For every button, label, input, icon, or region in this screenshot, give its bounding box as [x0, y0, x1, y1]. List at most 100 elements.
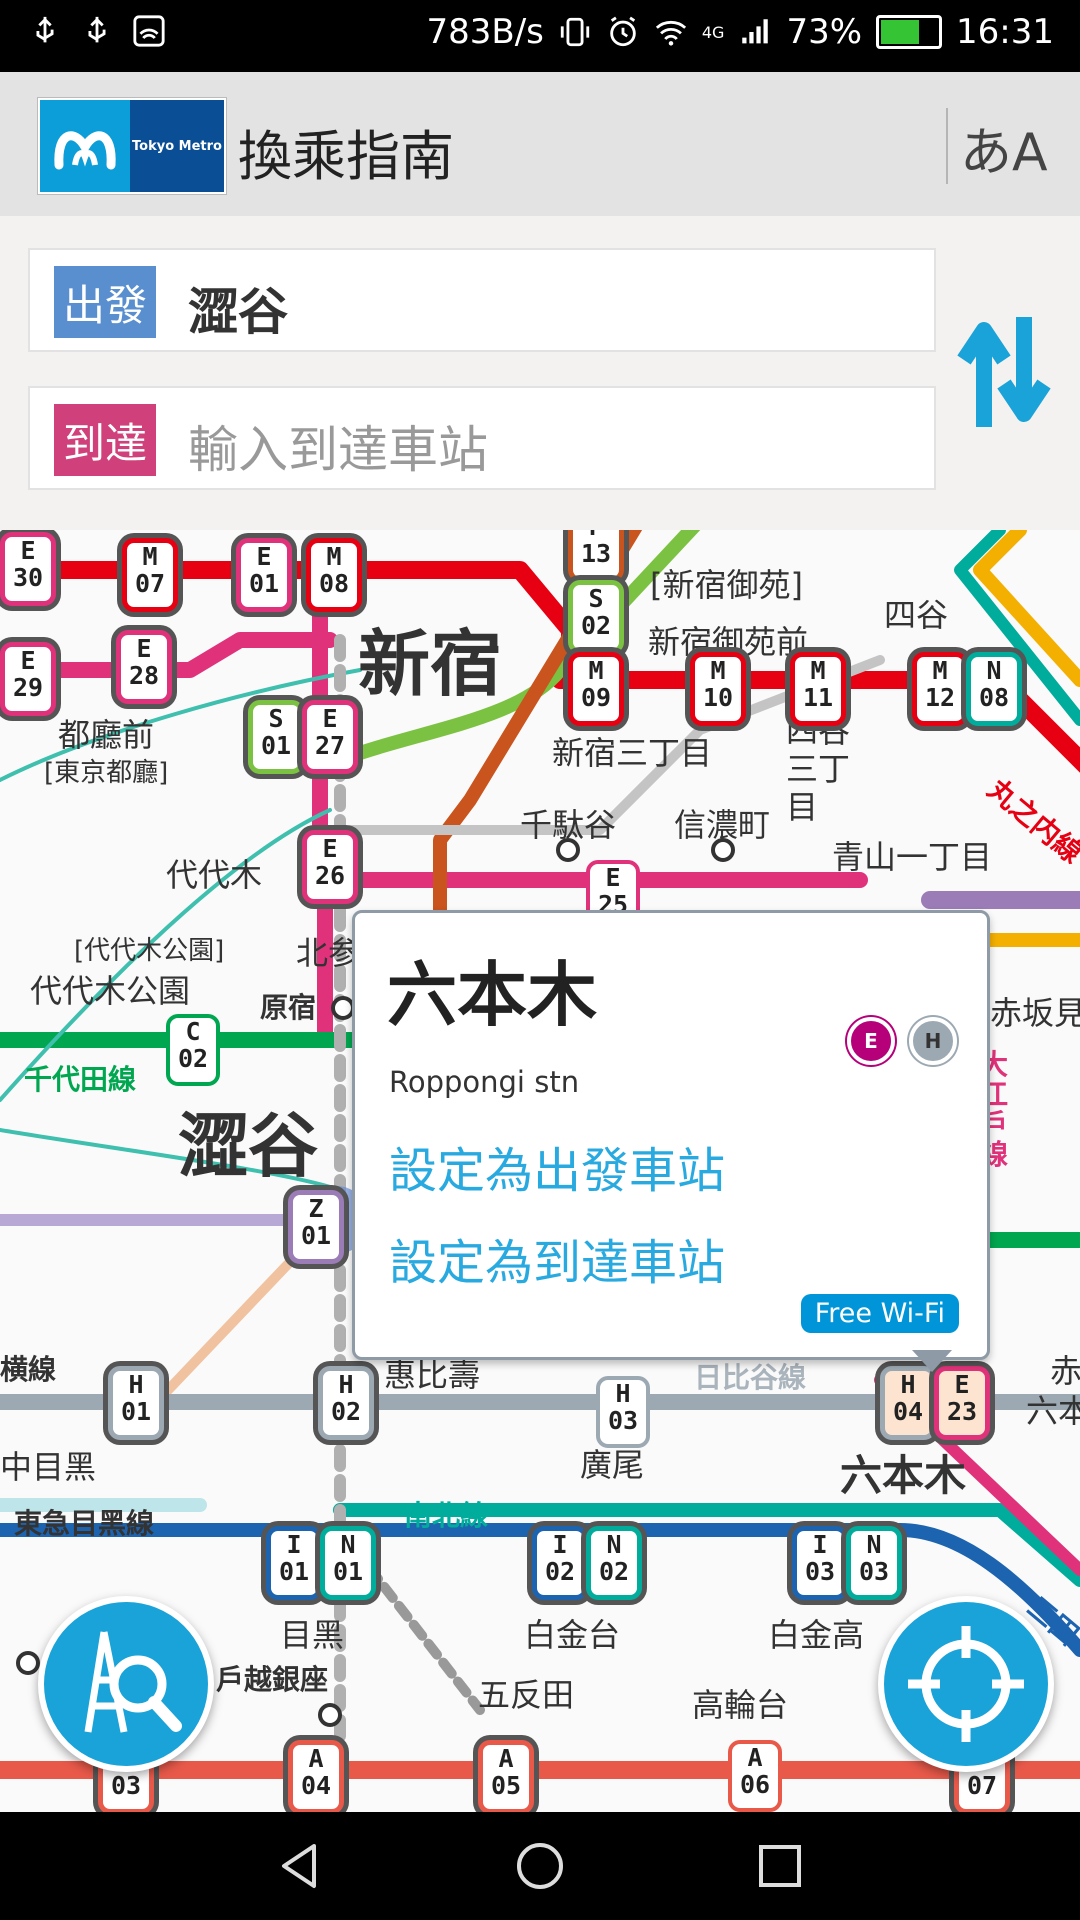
set-departure-link[interactable]: 設定為出發車站 — [389, 1143, 726, 1199]
station-shirokanedai[interactable]: 白金台 — [524, 1616, 621, 1654]
language-button[interactable]: あA — [960, 123, 1048, 183]
station-togoshi-ginza[interactable]: 戶越銀座 — [216, 1663, 329, 1696]
station-popup: 六本木 E H Roppongi stn 設定為出發車站 設定為到達車站 Fre… — [352, 910, 990, 1360]
station-tochomae[interactable]: 都廳前 — [58, 716, 155, 754]
line-label-hibiya: 日比谷線 — [694, 1361, 807, 1394]
station-gotanda[interactable]: 五反田 — [478, 1676, 575, 1714]
station-yoyogi-koen[interactable]: 代代木公園 — [30, 972, 191, 1010]
station-yoyogi[interactable]: 代代木 — [166, 856, 263, 894]
station-partial-roppongi: 六本 — [1026, 1392, 1080, 1430]
vibrate-icon — [560, 17, 590, 47]
station-shinanomachi[interactable]: 信濃町 — [674, 806, 771, 844]
hibiya-line-badge: H — [909, 1017, 957, 1065]
alarm-icon — [610, 16, 636, 47]
network-speed: 783B/s — [426, 12, 544, 52]
station-yoyogi-koen-sub: [代代木公園] — [74, 936, 225, 966]
tower-search-icon — [84, 1631, 182, 1733]
nfc-wifi-icon — [133, 15, 165, 47]
metro-m-icon — [54, 131, 116, 170]
usb-icon-2 — [88, 16, 106, 43]
code-f13: F13 — [568, 530, 624, 582]
station-aoyama-itchome[interactable]: 青山一丁目 — [832, 838, 993, 876]
station-search-button[interactable] — [38, 1596, 214, 1772]
station-akasaka-mitsuke[interactable]: 赤坂見 — [990, 994, 1080, 1032]
home-icon[interactable] — [514, 1840, 566, 1892]
locate-me-button[interactable] — [878, 1596, 1054, 1772]
free-wifi-badge: Free Wi-Fi — [800, 1294, 959, 1333]
station-shibuya[interactable]: 澀谷 — [178, 1105, 318, 1187]
popup-english-name: Roppongi stn — [389, 1065, 580, 1099]
station-shinjuku-sanchome[interactable]: 新宿三丁目 — [552, 734, 713, 772]
station-naka-meguro[interactable]: 中目黑 — [0, 1448, 97, 1486]
line-label-namboku: 南北線 — [404, 1499, 489, 1532]
station-harajuku[interactable]: 原宿 — [260, 991, 317, 1024]
station-ebisu[interactable]: 惠比壽 — [384, 1356, 481, 1394]
app-title: 換乘指南 — [238, 125, 454, 188]
oedo-line-badge: E — [847, 1017, 895, 1065]
battery-icon — [876, 15, 943, 49]
station-yotsuya-sanchome[interactable]: 四谷三丁目 — [786, 712, 851, 826]
station-shinjuku-gyoemmae-sub: [新宿御苑] — [650, 566, 803, 604]
toolbar-divider — [946, 108, 948, 184]
station-shirokane-takanawa[interactable]: 白金高 — [768, 1616, 865, 1654]
arrival-placeholder: 輸入到達車站 — [188, 421, 488, 479]
departure-value: 澀谷 — [188, 283, 288, 341]
route-input-panel: 出發 澀谷 到達 輸入到達車站 — [0, 216, 1080, 530]
departure-tag: 出發 — [54, 266, 156, 338]
logo-text: Tokyo Metro — [130, 100, 224, 192]
station-roppongi[interactable]: 六本木 — [840, 1451, 967, 1500]
station-yotsuya[interactable]: 四谷 — [884, 596, 949, 634]
usb-icon — [36, 16, 54, 43]
departure-field[interactable]: 出發 澀谷 — [28, 248, 936, 352]
station-sendagaya[interactable]: 千駄谷 — [520, 806, 617, 844]
set-arrival-link[interactable]: 設定為到達車站 — [389, 1235, 726, 1291]
station-kitasando[interactable]: 北参 — [296, 934, 361, 972]
recents-icon[interactable] — [754, 1840, 806, 1892]
signal-icon — [742, 19, 769, 44]
popup-pointer — [912, 1350, 952, 1372]
wifi-icon — [655, 20, 686, 46]
navigation-bar — [0, 1812, 1080, 1920]
arrival-field[interactable]: 到達 輸入到達車站 — [28, 386, 936, 490]
station-meguro[interactable]: 目黑 — [280, 1616, 345, 1654]
swap-stations-icon[interactable] — [954, 312, 1054, 432]
station-hiroo[interactable]: 廣尾 — [580, 1446, 645, 1484]
clock: 16:31 — [956, 12, 1054, 52]
station-takanawadai[interactable]: 高輪台 — [692, 1686, 789, 1724]
back-icon[interactable] — [274, 1840, 326, 1892]
status-bar: 783B/s 4G 73% 16:31 — [0, 0, 1080, 72]
popup-station-name: 六本木 — [387, 954, 597, 1036]
station-shinjuku[interactable]: 新宿 — [358, 622, 503, 706]
line-label-tokyu-meguro: 東急目黑線 — [14, 1507, 155, 1540]
arrival-tag: 到達 — [54, 404, 156, 476]
